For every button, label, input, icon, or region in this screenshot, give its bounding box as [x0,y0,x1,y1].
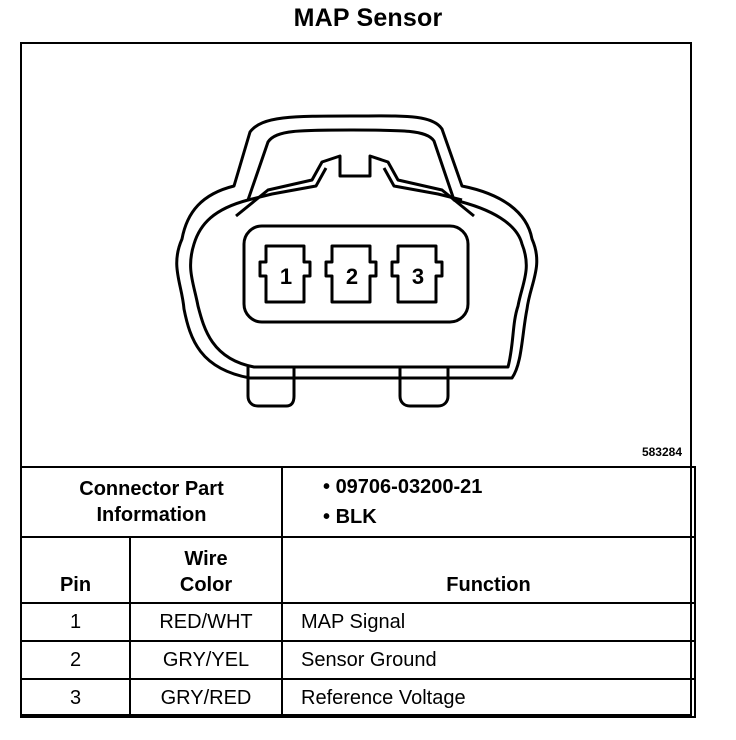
header-function: Function [281,536,696,604]
pin-cavity-2 [324,244,378,304]
row-function: Reference Voltage [281,678,696,718]
connector-tab-left [246,367,296,408]
connector-part-label: Connector Part Information [20,466,283,538]
pin-housing [242,224,470,324]
pin-cavity-1 [258,244,312,304]
pin-label-3: 3 [412,264,424,289]
row-wire-color: GRY/RED [129,678,283,718]
pin-cavity-3 [390,244,444,304]
connector-info-table: Connector Part Information • 09706-03200… [20,466,696,718]
row-wire-color: RED/WHT [129,602,283,642]
header-row: Pin Wire Color Function [20,536,696,604]
table-row: 2 GRY/YEL Sensor Ground [20,640,696,680]
figure-id: 583284 [641,445,682,459]
connector-color: • BLK [323,506,377,528]
pin-label-1: 1 [280,264,292,289]
header-wire-color: Wire Color [129,536,283,604]
row-function: Sensor Ground [281,640,696,680]
row-function: MAP Signal [281,602,696,642]
table-row: 3 GRY/RED Reference Voltage [20,678,696,718]
row-pin: 2 [20,640,131,680]
part-number: • 09706-03200-21 [323,476,483,498]
page-title: MAP Sensor [293,4,443,32]
connector-inner-shell [189,128,528,369]
pin-label-2: 2 [346,264,358,289]
connector-tab-right [398,367,450,408]
table-row: 1 RED/WHT MAP Signal [20,602,696,642]
row-wire-color: GRY/YEL [129,640,283,680]
connector-outer-shell [175,114,539,380]
connector-latch [235,154,475,218]
connector-part-values: • 09706-03200-21 • BLK [281,466,696,538]
connector-part-row: Connector Part Information • 09706-03200… [20,466,696,538]
diagram-frame: 1 2 3 583284 Connector Part Information … [20,42,696,718]
row-pin: 3 [20,678,131,718]
header-pin: Pin [20,536,131,604]
row-pin: 1 [20,602,131,642]
connector-drawing: 1 2 3 [175,114,539,408]
